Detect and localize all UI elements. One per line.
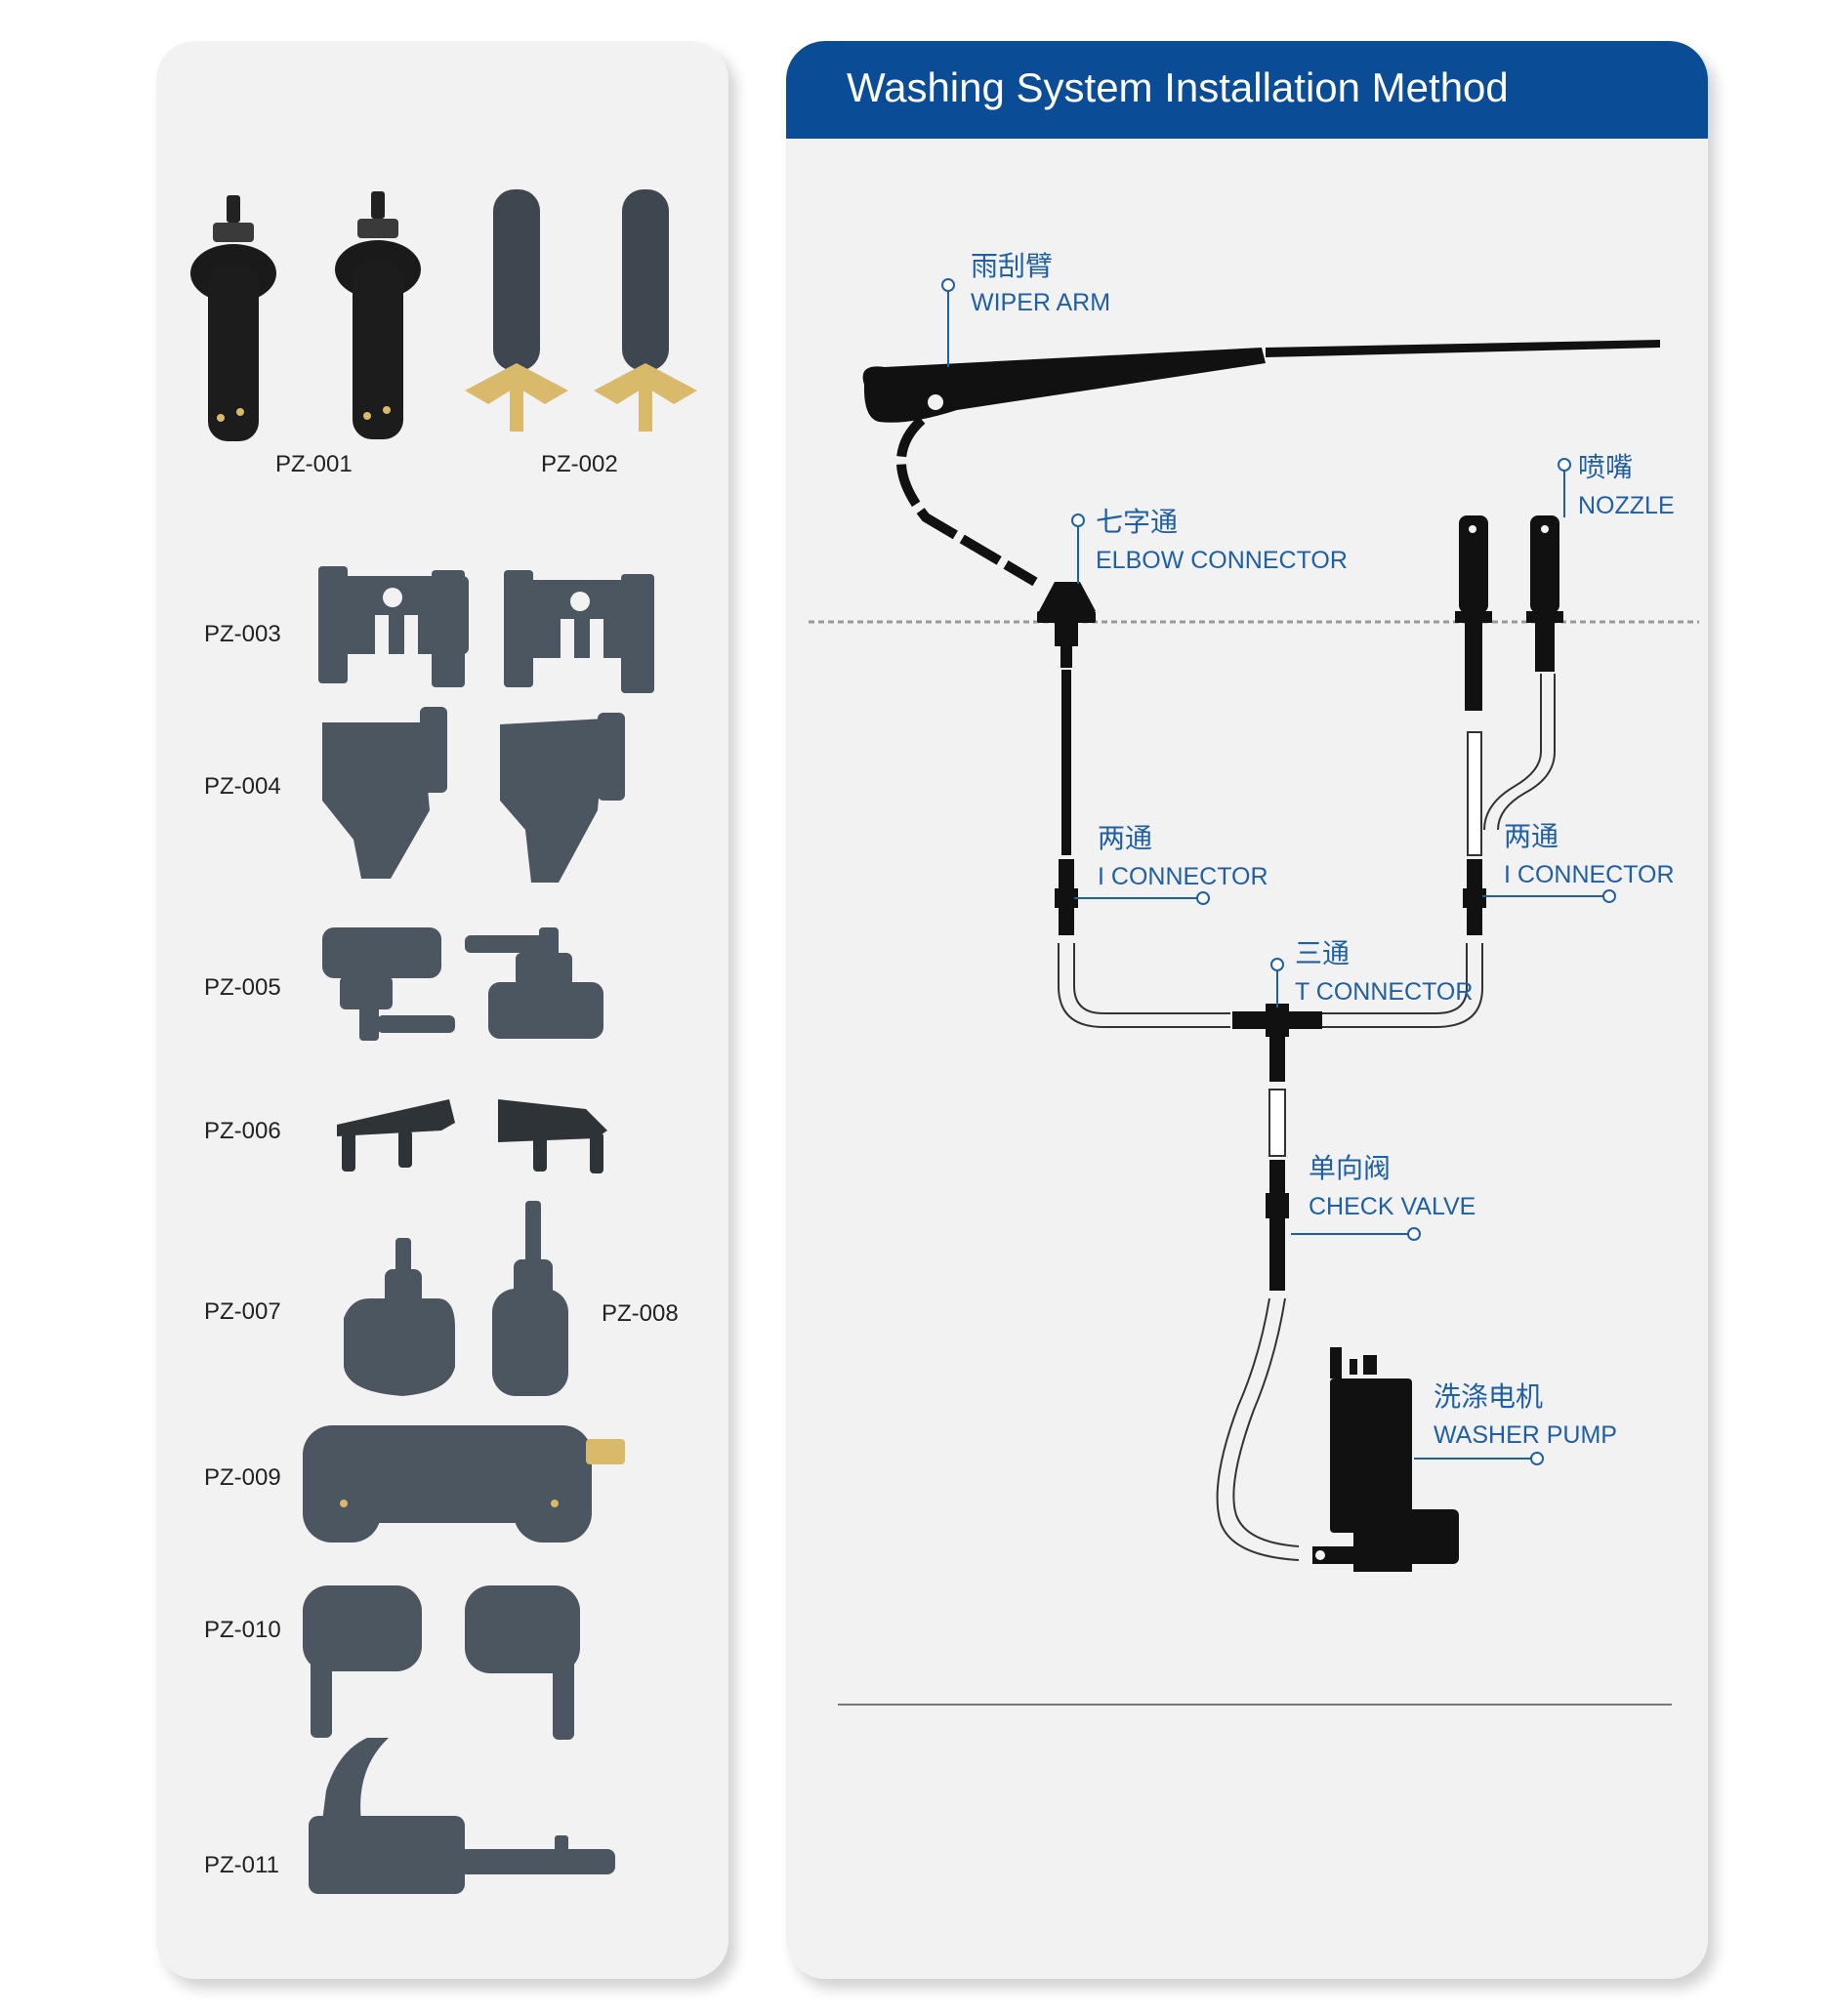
part-code-pz-006: PZ-006: [204, 1118, 281, 1144]
wiper-arm-shape: [862, 340, 1660, 423]
t-connector-label-zh: 三通: [1295, 937, 1350, 969]
wiper-arm-label-en: WIPER ARM: [971, 289, 1110, 316]
check-valve-shape: [1266, 1160, 1289, 1291]
part-pz-011-image: [309, 1738, 615, 1894]
part-code-pz-007: PZ-007: [204, 1298, 281, 1325]
i-connector-left-label-en: I CONNECTOR: [1098, 863, 1268, 890]
part-code-pz-008: PZ-008: [602, 1300, 679, 1327]
part-pz-008-image: [492, 1201, 568, 1396]
left-black-hose: [1061, 670, 1071, 855]
page-title: Washing System Installation Method: [847, 64, 1509, 110]
check-valve-label-zh: 单向阀: [1309, 1152, 1391, 1184]
i-connector-right-label-en: I CONNECTOR: [1504, 861, 1675, 888]
part-pz-001-image: [190, 191, 421, 441]
part-pz-002-image: [465, 189, 697, 432]
pump-hose-outer: [1216, 1297, 1300, 1561]
t-clear-hoses: [1058, 943, 1483, 1028]
i-connector-left-label-zh: 两通: [1098, 822, 1152, 854]
wiper-arm-label-zh: 雨刮臂: [971, 250, 1053, 282]
part-code-pz-009: PZ-009: [204, 1464, 281, 1491]
part-pz-010-image: [303, 1585, 580, 1740]
leader-lines: [941, 278, 1616, 1465]
part-pz-006-image: [337, 1099, 607, 1173]
part-pz-007-image: [344, 1238, 455, 1396]
elbow-connector-label-zh: 七字通: [1096, 506, 1178, 538]
part-pz-004-image: [322, 707, 625, 883]
nozzle-clear-hoses: [1467, 674, 1556, 856]
check-valve-label-en: CHECK VALVE: [1309, 1193, 1476, 1220]
check-valve-hose: [1268, 1089, 1286, 1157]
t-connector-shape: [1232, 1004, 1322, 1082]
left-i-connector-shape: [1055, 859, 1078, 935]
part-code-pz-003: PZ-003: [204, 621, 281, 647]
part-pz-005-image: [322, 927, 603, 1041]
nozzle-shapes: [1455, 515, 1563, 711]
part-code-pz-002: PZ-002: [541, 451, 618, 477]
part-pz-003-image: [318, 566, 654, 693]
wiper-hose: [896, 416, 1038, 587]
right-i-connector-shape: [1463, 859, 1486, 935]
header-bar: [786, 41, 1708, 139]
part-code-pz-011: PZ-011: [204, 1852, 279, 1878]
pump-hose-inner: [1232, 1297, 1300, 1547]
nozzle-label-en: NOZZLE: [1578, 492, 1675, 519]
t-connector-label-en: T CONNECTOR: [1295, 978, 1473, 1006]
part-code-pz-004: PZ-004: [204, 773, 281, 800]
elbow-connector-label-en: ELBOW CONNECTOR: [1096, 547, 1348, 574]
washer-pump-label-en: WASHER PUMP: [1434, 1421, 1617, 1449]
washer-pump-shape: [1312, 1347, 1459, 1572]
i-connector-right-label-zh: 两通: [1504, 820, 1559, 852]
washer-pump-label-zh: 洗涤电机: [1434, 1380, 1543, 1413]
part-code-pz-001: PZ-001: [275, 451, 353, 477]
nozzle-label-zh: 喷嘴: [1578, 451, 1633, 483]
elbow-connector-shape: [1037, 582, 1096, 668]
part-code-pz-010: PZ-010: [204, 1617, 281, 1643]
part-code-pz-005: PZ-005: [204, 974, 281, 1001]
part-pz-009-image: [303, 1425, 625, 1543]
